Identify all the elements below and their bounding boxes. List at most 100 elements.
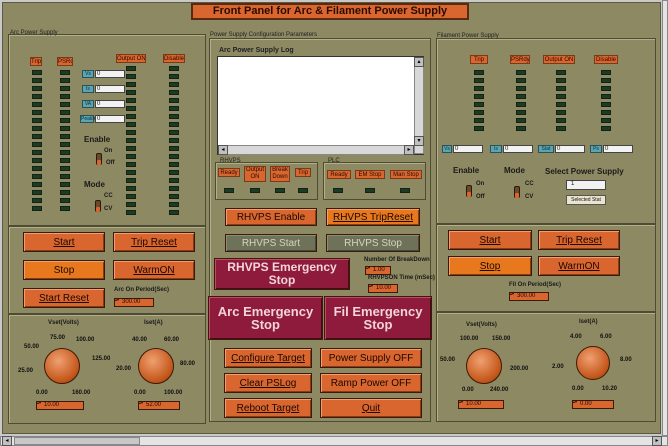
arc-setpoint-panel	[8, 314, 206, 424]
window-vertical-scrollbar[interactable]	[662, 0, 668, 436]
rhvps-outputon-led	[250, 188, 260, 193]
fil-enable-switch[interactable]	[466, 185, 472, 197]
arc-is-tag: Is	[82, 85, 94, 93]
fil-trip-header: Trip	[470, 55, 488, 64]
rhvpson-time-label: RHVPSON Time (mSec)	[368, 275, 435, 281]
arc-vout-label: Vset(Volts)	[48, 320, 79, 326]
select-power-supply-label: Select Power Supply	[545, 167, 624, 176]
arc-vout-tick: 50.00	[24, 344, 40, 350]
fil-stat-tag: Stat	[538, 145, 554, 153]
fil-on-period-input[interactable]: 300.00	[509, 292, 549, 301]
rhvps-emergency-stop-button[interactable]: RHVPS Emergency Stop	[214, 258, 350, 290]
arc-vout-tick: 25.00	[18, 368, 34, 374]
log-horizontal-scrollbar[interactable]	[218, 145, 414, 155]
arc-enable-off: Off	[106, 160, 115, 166]
fil-vout-input[interactable]: 10.00	[458, 400, 504, 409]
fil-control-panel	[436, 224, 656, 312]
arc-panel	[8, 34, 206, 226]
fil-outputon-leds	[556, 70, 566, 134]
power-supply-off-button[interactable]: Power Supply OFF	[320, 348, 422, 368]
plc-manstop-led	[400, 188, 410, 193]
rhvps-ready-label: Ready	[218, 168, 240, 177]
arc-mode-switch[interactable]	[95, 200, 101, 212]
arc-emergency-stop-button[interactable]: Arc Emergency Stop	[208, 296, 323, 340]
fil-iout-input[interactable]: 0.00	[572, 400, 614, 409]
arc-iout-label: Iset(A)	[144, 320, 163, 326]
breakdown-count-display: 1.00	[365, 266, 391, 275]
arc-stop-button[interactable]: Stop	[23, 260, 105, 280]
fil-on-period-label: Fil On Period(Sec)	[509, 282, 562, 288]
fil-vout-label: Vset(Volts)	[466, 322, 497, 328]
reboot-target-button[interactable]: Reboot Target	[224, 398, 312, 418]
arc-peakin-tag: PeakIn	[80, 115, 97, 123]
rhvpson-time-input[interactable]: 10.00	[368, 284, 398, 293]
configure-target-button[interactable]: Configure Target	[224, 348, 312, 368]
rhvps-trip-reset-button[interactable]: RHVPS TripReset	[326, 208, 420, 226]
arc-iout-tick: 40.00	[132, 337, 148, 343]
rhvps-start-button[interactable]: RHVPS Start	[225, 234, 317, 252]
fil-warmon-button[interactable]: WarmON	[538, 256, 620, 276]
fil-trip-reset-button[interactable]: Trip Reset	[538, 230, 620, 250]
ramp-power-off-button[interactable]: Ramp Power OFF	[320, 373, 422, 393]
arc-enable-switch[interactable]	[96, 153, 102, 165]
window-scroll-left-arrow[interactable]: ◂	[2, 436, 12, 446]
arc-on-period-input[interactable]: 300.00	[114, 298, 154, 307]
arc-iout-knob[interactable]	[138, 348, 174, 384]
fil-emergency-stop-button[interactable]: Fil Emergency Stop	[324, 296, 432, 340]
arc-start-reset-button[interactable]: Start Reset	[23, 288, 105, 308]
fil-start-button[interactable]: Start	[448, 230, 532, 250]
arc-warmon-button[interactable]: WarmON	[113, 260, 195, 280]
arc-disable-header: Disable	[163, 54, 185, 63]
arc-start-button[interactable]: Start	[23, 232, 105, 252]
log-scroll-up-arrow[interactable]: ▴	[414, 57, 424, 67]
select-power-supply-input[interactable]: 1	[566, 180, 606, 190]
arc-trip-leds	[32, 70, 42, 214]
fil-stop-button[interactable]: Stop	[448, 256, 532, 276]
power-supply-log[interactable]	[217, 56, 424, 155]
arc-vout-knob[interactable]	[44, 348, 80, 384]
arc-vout-tick: 125.00	[92, 356, 111, 362]
fil-vout-tick: 50.00	[440, 357, 456, 363]
window-scroll-right-arrow[interactable]: ▸	[652, 436, 662, 446]
config-panel	[209, 38, 431, 422]
arc-vout-tick: 160.00	[72, 390, 91, 396]
rhvps-outputon-label: Output ON	[244, 166, 266, 182]
fil-enable-on: On	[476, 181, 485, 187]
arc-enable-on: On	[104, 148, 113, 154]
clear-pslog-button[interactable]: Clear PSLog	[224, 373, 312, 393]
arc-on-period-label: Arc On Period(Sec)	[114, 287, 170, 293]
selected-stat-indicator: Selected Stat	[566, 195, 606, 205]
rhvps-enable-button[interactable]: RHVPS Enable	[225, 208, 317, 226]
arc-iout-tick: 60.00	[164, 337, 180, 343]
fil-iout-knob[interactable]	[576, 346, 610, 380]
arc-trip-header: Trip	[30, 57, 42, 66]
fil-iout-tick: 10.20	[602, 386, 618, 392]
arc-vs-tag: Vs	[82, 70, 94, 78]
log-scroll-left-arrow[interactable]: ◂	[218, 145, 228, 155]
fil-iout-label: Iset(A)	[579, 319, 598, 325]
plc-group-label: PLC	[328, 158, 340, 164]
plc-ready-led	[333, 188, 343, 193]
arc-trip-reset-button[interactable]: Trip Reset	[113, 232, 195, 252]
arc-mode-label: Mode	[84, 180, 105, 189]
plc-group	[323, 162, 426, 200]
quit-button[interactable]: Quit	[320, 398, 422, 418]
window-scroll-thumb[interactable]	[14, 437, 140, 445]
fil-disable-leds	[601, 70, 611, 134]
fil-setpoint-panel	[436, 312, 656, 422]
fil-outputon-header: Output ON	[543, 55, 575, 64]
fil-trip-leds	[474, 70, 484, 134]
fil-ps-value: 0	[603, 145, 633, 153]
plc-ready-label: Ready	[327, 170, 351, 179]
fil-vs-value: 0	[453, 145, 483, 153]
plc-manstop-label: Man Stop	[390, 170, 422, 179]
log-scroll-right-arrow[interactable]: ▸	[404, 145, 414, 155]
arc-vout-input[interactable]: 10.00	[36, 401, 84, 410]
fil-mode-switch[interactable]	[514, 186, 520, 198]
log-scroll-down-arrow[interactable]: ▾	[414, 136, 424, 146]
arc-outputon-header: Output ON	[116, 54, 146, 63]
fil-vout-knob[interactable]	[466, 348, 502, 384]
rhvps-stop-button[interactable]: RHVPS Stop	[326, 234, 420, 252]
fil-enable-off: Off	[476, 194, 485, 200]
arc-iout-input[interactable]: 52.00	[138, 401, 180, 410]
